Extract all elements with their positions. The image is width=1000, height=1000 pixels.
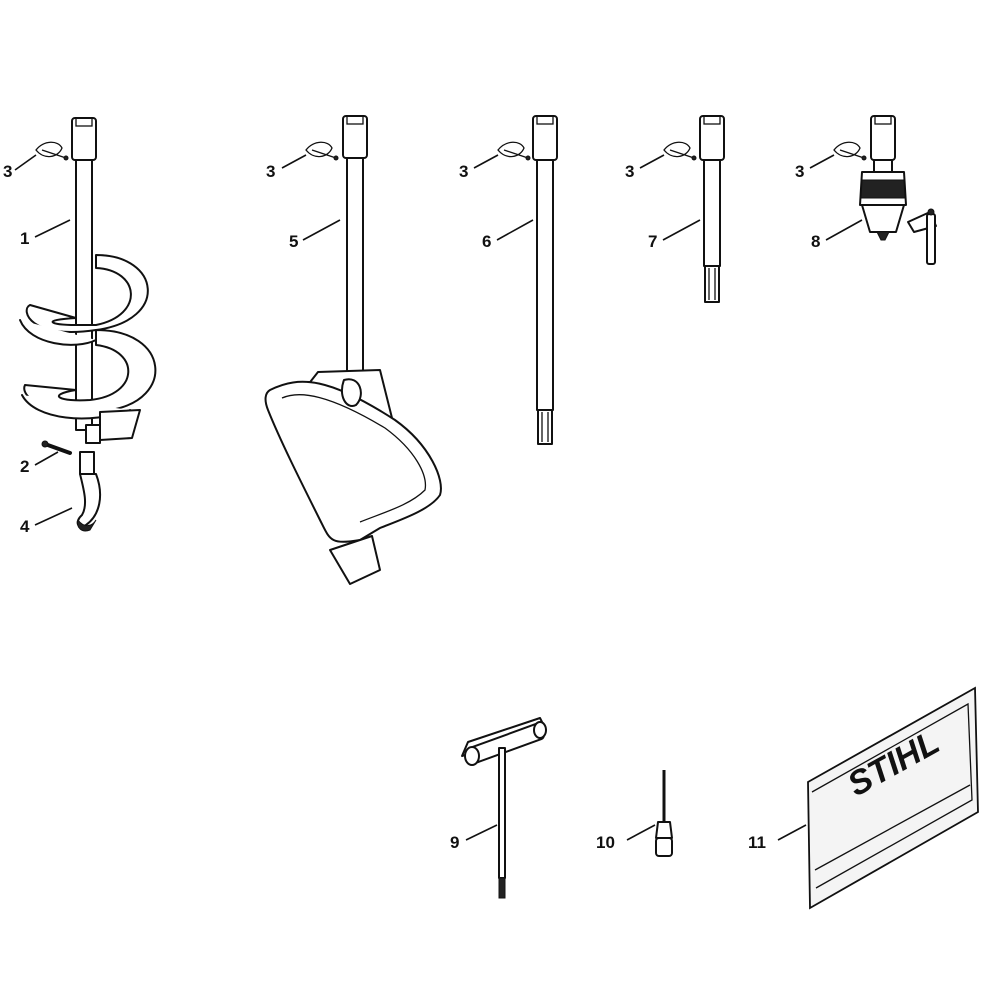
callout-labels: 3 1 2 4 3 5 3 6 3 7 3 8 9 10 11 — [3, 162, 820, 852]
callout-6: 6 — [482, 232, 491, 251]
part-4-cutter-blade[interactable] — [76, 473, 102, 532]
callout-3: 3 — [795, 162, 804, 181]
part-10-screwdriver[interactable] — [655, 770, 673, 857]
callout-3: 3 — [3, 162, 12, 181]
callout-3: 3 — [459, 162, 468, 181]
part-6-extension-long[interactable] — [532, 115, 558, 445]
part-3-clip-3[interactable] — [497, 141, 531, 161]
part-9-combination-wrench[interactable] — [461, 717, 547, 899]
callout-7: 7 — [648, 232, 657, 251]
callout-8: 8 — [811, 232, 820, 251]
part-3-clip-4[interactable] — [663, 141, 697, 161]
callout-10: 10 — [596, 833, 615, 852]
callout-3: 3 — [625, 162, 634, 181]
callout-9: 9 — [450, 833, 459, 852]
callout-3: 3 — [266, 162, 275, 181]
callout-1: 1 — [20, 229, 29, 248]
callout-2: 2 — [20, 457, 29, 476]
part-7-extension-short[interactable] — [699, 115, 725, 303]
part-5-scoop-attachment[interactable] — [264, 115, 442, 585]
part-11-tool-pouch[interactable]: STIHL — [807, 686, 979, 910]
part-8-drill-chuck[interactable] — [859, 115, 937, 265]
part-1-auger[interactable] — [19, 117, 157, 444]
callout-11: 11 — [748, 833, 766, 852]
part-3-clip-2[interactable] — [305, 141, 339, 161]
part-3-clip-5[interactable] — [833, 141, 867, 161]
leader-lines — [14, 154, 863, 841]
callout-4: 4 — [20, 517, 30, 536]
callout-5: 5 — [289, 232, 298, 251]
part-3-clip-1[interactable] — [35, 141, 69, 161]
